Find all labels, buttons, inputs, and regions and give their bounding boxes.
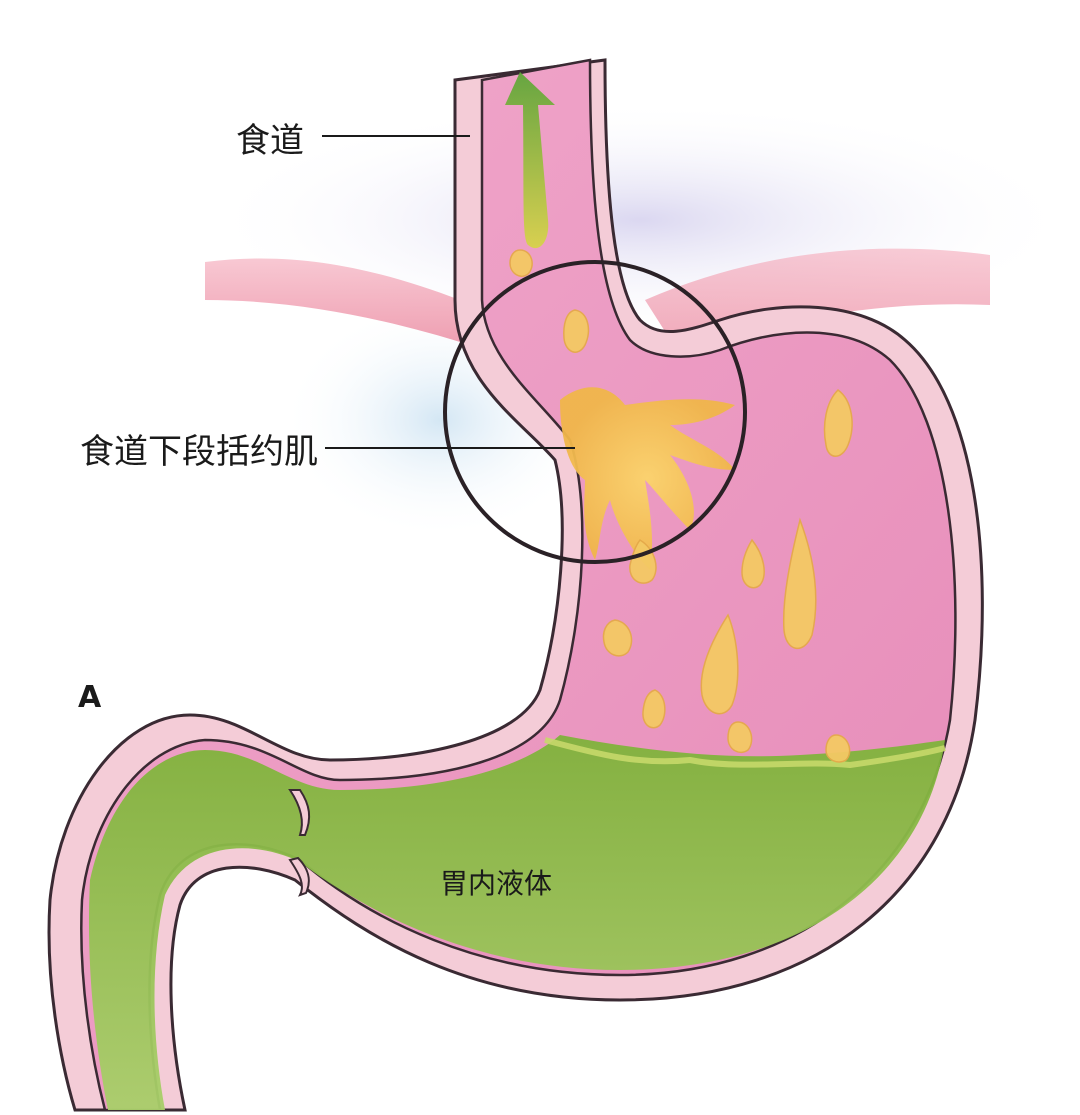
droplet: [782, 517, 817, 649]
gastric-fluid: [88, 735, 945, 1110]
droplet: [825, 734, 851, 763]
droplet: [642, 689, 666, 729]
focus-circle-highlight: [443, 260, 747, 564]
droplet: [727, 721, 753, 754]
droplet: [509, 249, 533, 277]
pylorus-lower: [288, 856, 310, 897]
label-gastric-fluid: 胃内液体: [440, 867, 553, 900]
droplet: [563, 309, 590, 353]
droplet: [741, 538, 765, 589]
fluid-surface: [544, 737, 946, 769]
reflux-droplets: [509, 249, 853, 763]
pylorus-upper: [288, 789, 311, 836]
reflux-splash: [560, 387, 735, 570]
diaphragm-left: [205, 258, 470, 345]
up-arrow-icon: [505, 72, 555, 249]
panel-label: A: [78, 680, 102, 715]
label-lower-esophageal-sphincter: 食道下段括约肌: [80, 432, 318, 472]
droplet: [823, 389, 853, 457]
droplet: [700, 613, 739, 715]
label-esophagus: 食道: [236, 121, 304, 161]
droplet: [602, 619, 633, 657]
